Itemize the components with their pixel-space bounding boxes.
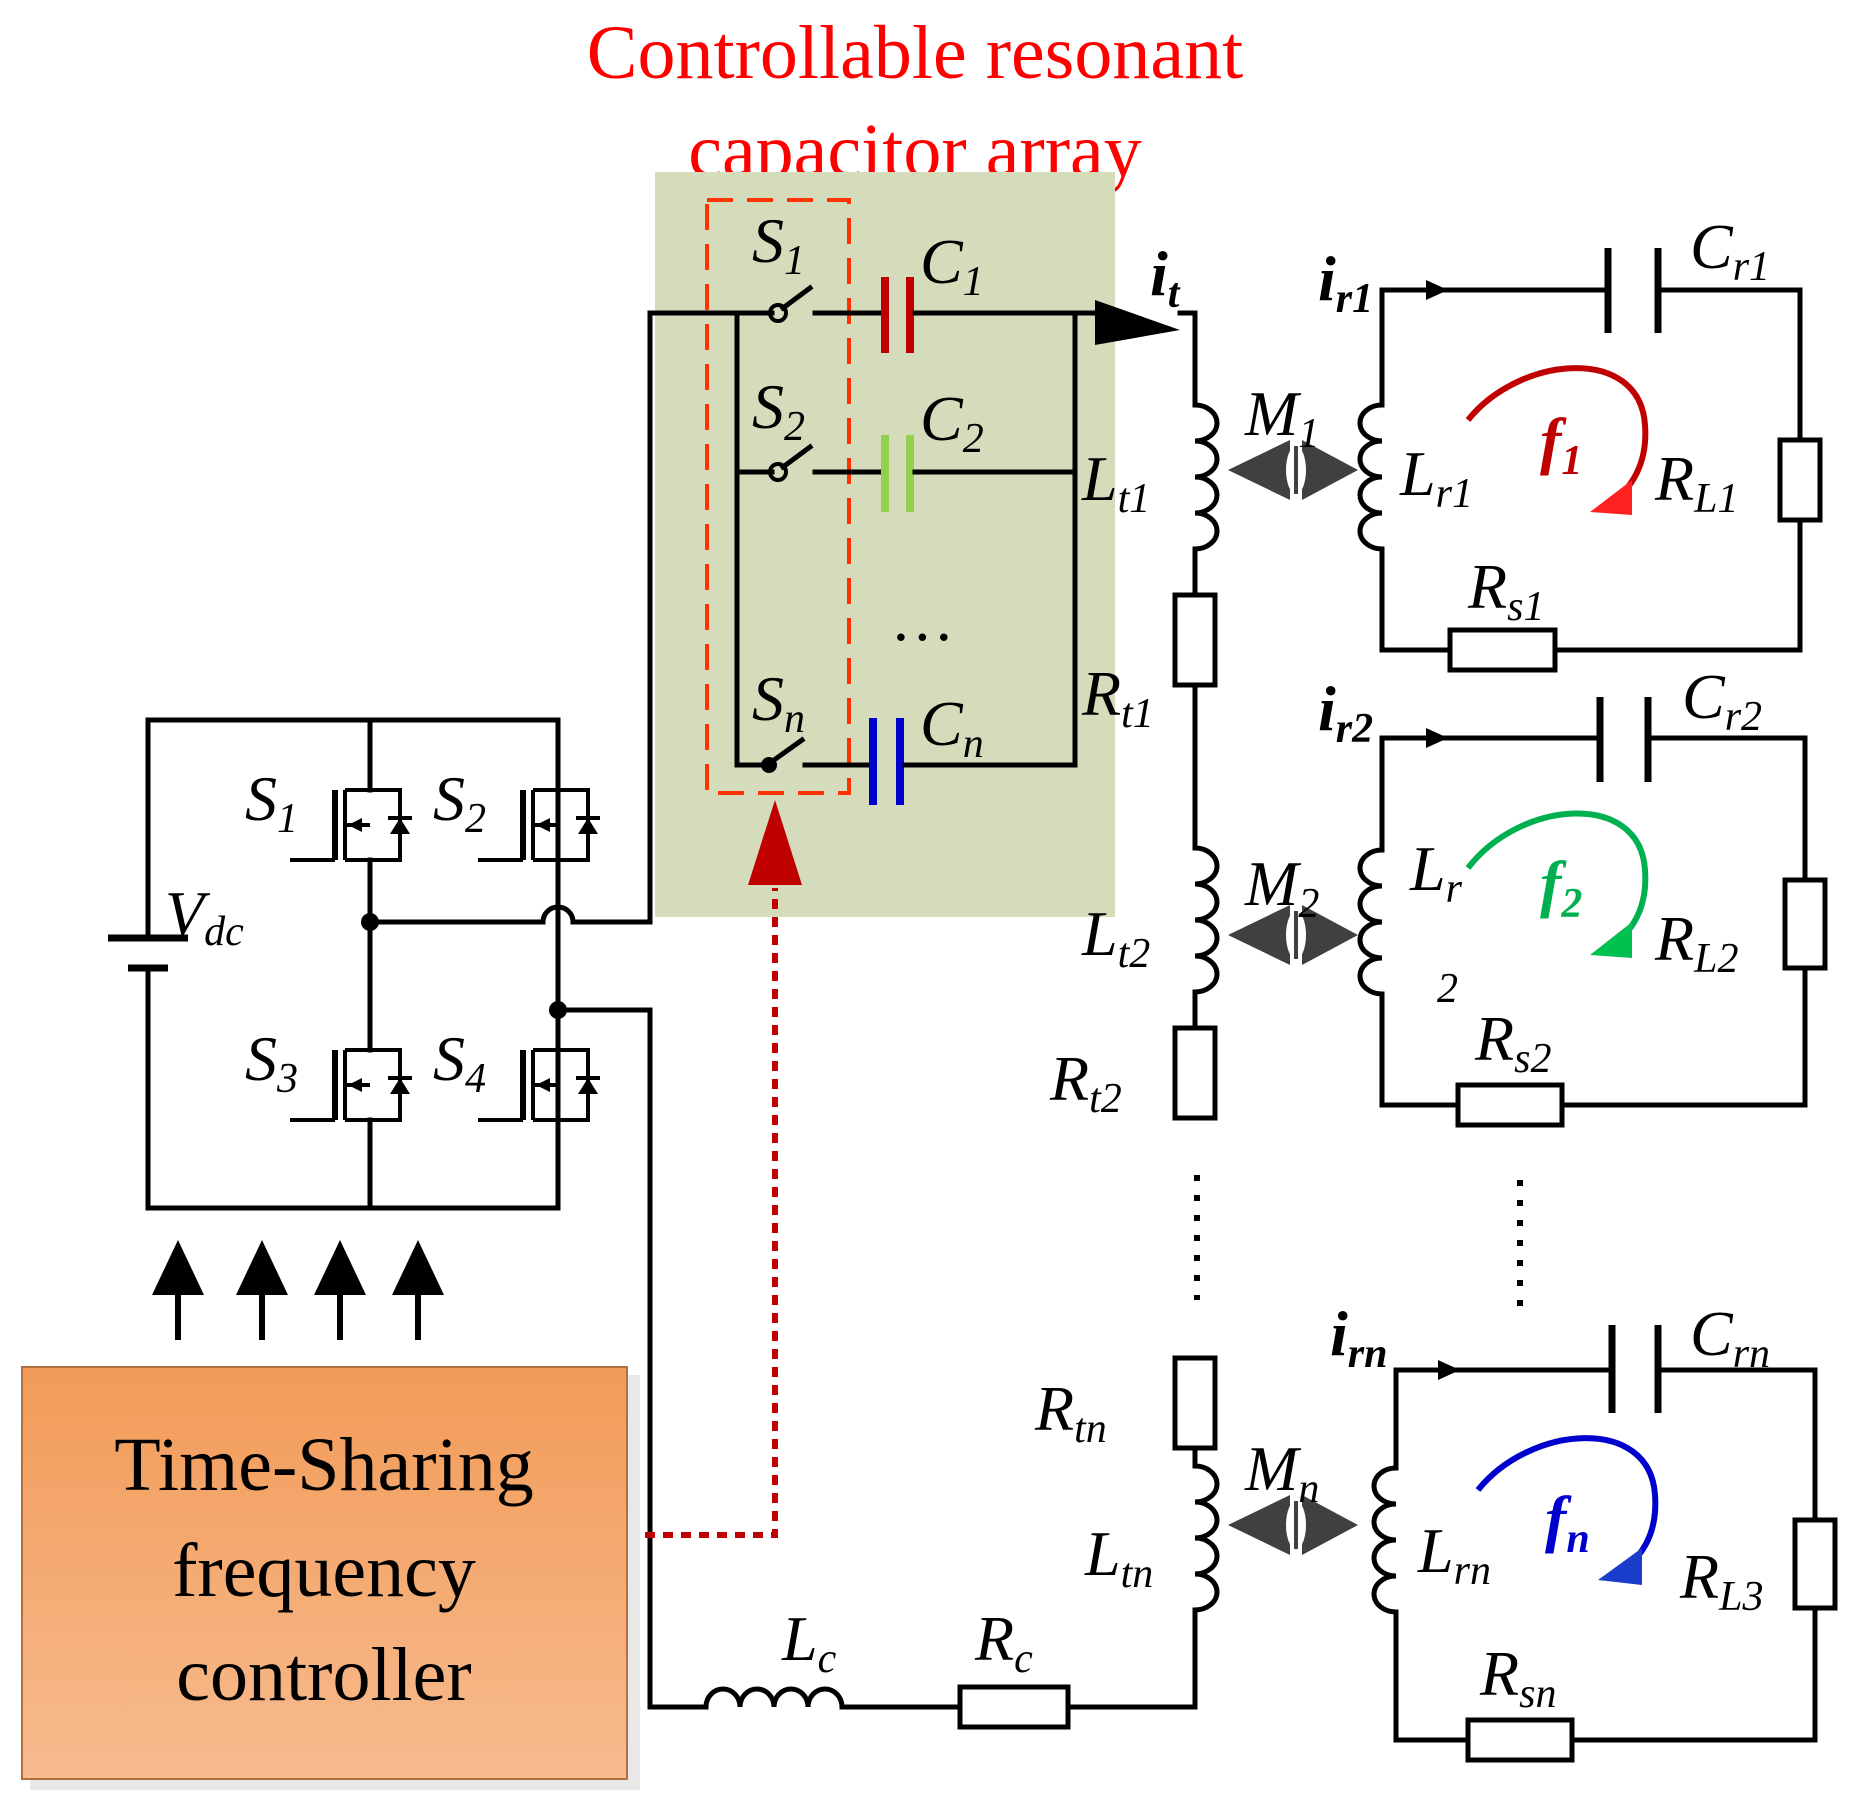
array-c1-label: C1 bbox=[920, 226, 984, 305]
ir2-label: ir2 bbox=[1318, 673, 1373, 752]
coupling-m1 bbox=[1228, 440, 1358, 500]
array-sn-label: Sn bbox=[752, 663, 805, 742]
bridge-s4-label: S4 bbox=[433, 1023, 486, 1102]
bridge-s3-label: S3 bbox=[245, 1023, 298, 1102]
rs2-resistor bbox=[1455, 1082, 1565, 1128]
cr2-label: Cr2 bbox=[1682, 661, 1762, 740]
rt1-label: Rt1 bbox=[1081, 658, 1154, 737]
transmitter-chain bbox=[647, 402, 1220, 1730]
mn-label: Mn bbox=[1244, 1433, 1319, 1512]
rl1-resistor bbox=[1777, 437, 1823, 523]
crn-label: Crn bbox=[1690, 1298, 1770, 1377]
rl3-resistor bbox=[1792, 1517, 1838, 1611]
rt2-resistor bbox=[1172, 1025, 1218, 1121]
array-s1-label: S1 bbox=[752, 205, 805, 284]
time-sharing-controller bbox=[21, 1366, 628, 1780]
rl1-label: RL1 bbox=[1654, 443, 1738, 522]
rl2-resistor bbox=[1782, 877, 1828, 971]
it-label: it bbox=[1150, 238, 1181, 317]
controller-line-2: frequency bbox=[172, 1529, 476, 1613]
capacitor-array bbox=[647, 277, 1198, 805]
mosfet-s1 bbox=[290, 788, 412, 862]
controller-line-1: Time-Sharing bbox=[114, 1423, 533, 1507]
mosfet-s4 bbox=[478, 1048, 600, 1122]
switch-control-signal bbox=[645, 800, 802, 1538]
lt2-label: Lt2 bbox=[1081, 898, 1150, 977]
rtn-resistor bbox=[1172, 1355, 1218, 1451]
fn-label: fn bbox=[1545, 1483, 1590, 1562]
f2-label: f2 bbox=[1540, 848, 1582, 927]
title-line-1: Controllable resonant bbox=[587, 11, 1243, 95]
receiver-n bbox=[1371, 1325, 1838, 1763]
array-cn-label: Cn bbox=[920, 688, 984, 767]
rs2-label: Rs2 bbox=[1474, 1003, 1551, 1082]
rl2-label: RL2 bbox=[1654, 903, 1738, 982]
rt2-label: Rt2 bbox=[1049, 1043, 1122, 1122]
array-c2-label: C2 bbox=[920, 383, 984, 462]
rc-label: Rc bbox=[974, 1603, 1033, 1682]
lr1-label: Lr1 bbox=[1399, 438, 1473, 517]
ltn-label: Ltn bbox=[1084, 1518, 1153, 1597]
lt1-label: Lt1 bbox=[1081, 443, 1150, 522]
rsn-resistor bbox=[1465, 1717, 1575, 1763]
array-s2-label: S2 bbox=[752, 371, 805, 450]
receiver-1 bbox=[1357, 248, 1823, 673]
switch-array-box bbox=[705, 198, 851, 795]
irn-label: irn bbox=[1330, 1298, 1387, 1377]
lrn-label: Lrn bbox=[1417, 1515, 1491, 1594]
gate-signal-arrows bbox=[152, 1240, 444, 1340]
lc-label: Lc bbox=[781, 1603, 837, 1682]
rs1-label: Rs1 bbox=[1467, 551, 1544, 630]
rtn-label: Rtn bbox=[1034, 1373, 1107, 1452]
controller-line-3: controller bbox=[176, 1633, 471, 1717]
m2-label: M2 bbox=[1244, 848, 1319, 927]
ir1-label: ir1 bbox=[1318, 243, 1373, 322]
receiver-2 bbox=[1357, 697, 1828, 1128]
mosfet-s2 bbox=[478, 788, 600, 862]
rc-resistor bbox=[957, 1684, 1071, 1730]
coupling-mn bbox=[1228, 1495, 1358, 1555]
rl3-label: RL3 bbox=[1679, 1541, 1763, 1620]
array-ellipsis: … bbox=[895, 583, 952, 654]
mosfet-s3 bbox=[290, 1048, 412, 1122]
bridge-s2-label: S2 bbox=[433, 763, 486, 842]
coupling-m2 bbox=[1228, 905, 1358, 965]
rt1-resistor bbox=[1172, 592, 1218, 688]
f1-label: f1 bbox=[1540, 405, 1582, 484]
cr1-label: Cr1 bbox=[1690, 211, 1770, 290]
rs1-resistor bbox=[1447, 627, 1558, 673]
inverter-bridge bbox=[108, 310, 653, 1710]
vdc-label: Vdc bbox=[165, 878, 244, 955]
m1-label: M1 bbox=[1244, 378, 1319, 457]
lr2-label: Lr bbox=[1409, 833, 1463, 912]
lr2-extra-label: 2 bbox=[1437, 966, 1458, 1012]
rsn-label: Rsn bbox=[1479, 1638, 1556, 1717]
bridge-s1-label: S1 bbox=[245, 763, 298, 842]
